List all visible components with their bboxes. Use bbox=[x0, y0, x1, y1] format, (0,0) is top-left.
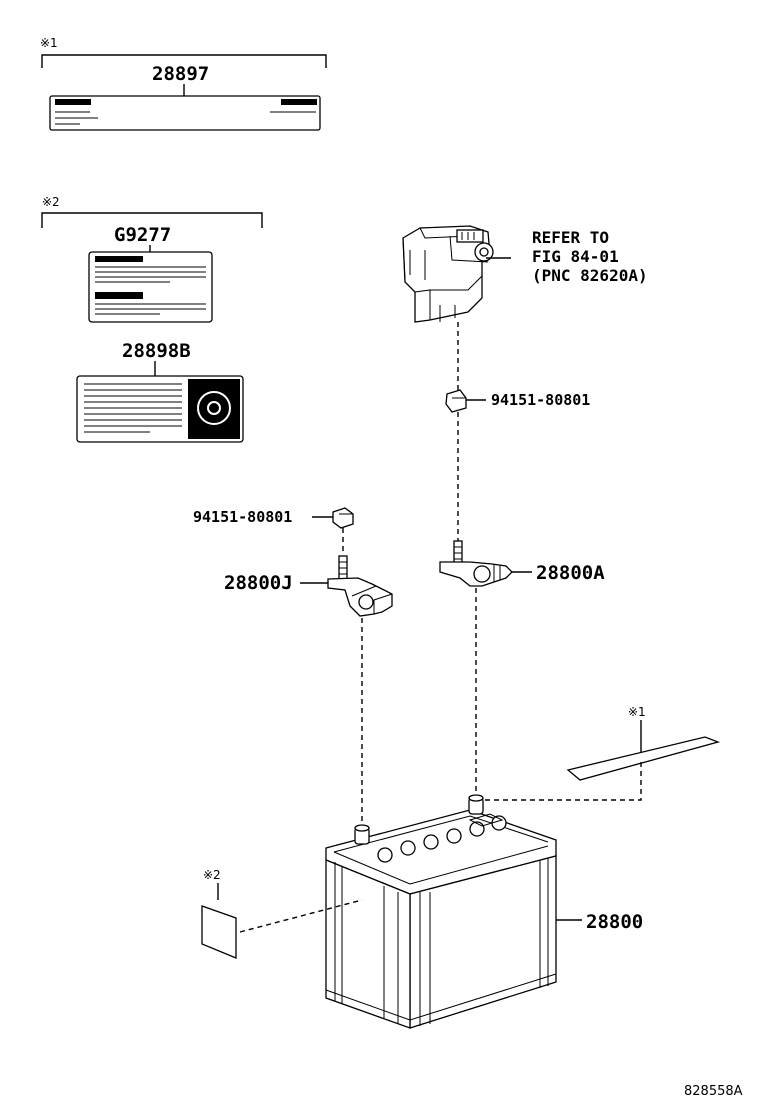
part-label-28897[interactable]: 28897 bbox=[152, 63, 209, 85]
relay-ref-line2: FIG 84-01 bbox=[532, 247, 619, 266]
alignment-line-strip bbox=[469, 762, 642, 880]
bracket-note1 bbox=[41, 54, 327, 68]
terminal-clamp-28800A[interactable] bbox=[439, 540, 513, 587]
part-label-nut-left[interactable]: 94151-80801 bbox=[193, 508, 292, 526]
group-note2-labels: ※2 G9277 28898B bbox=[41, 195, 263, 443]
nut-left[interactable] bbox=[332, 507, 354, 529]
part-label-G9277[interactable]: G9277 bbox=[114, 224, 171, 246]
part-label-28898B[interactable]: 28898B bbox=[122, 340, 191, 362]
note1-marker-strip: ※1 bbox=[628, 705, 646, 719]
part-label-28800[interactable]: 28800 bbox=[586, 911, 643, 933]
warning-label-28898B[interactable] bbox=[76, 375, 244, 443]
caution-label-G9277[interactable] bbox=[88, 251, 213, 323]
caution-label-28897[interactable] bbox=[49, 95, 321, 131]
relay-block-reference[interactable] bbox=[402, 225, 494, 323]
note2-marker-top: ※2 bbox=[42, 195, 60, 209]
terminal-clamp-28800J[interactable] bbox=[327, 555, 393, 617]
alignment-line-sticker bbox=[239, 899, 363, 933]
relay-ref-line3: (PNC 82620A) bbox=[532, 266, 648, 285]
part-label-28800J[interactable]: 28800J bbox=[224, 572, 293, 594]
note2-marker-sticker: ※2 bbox=[203, 868, 221, 882]
caution-sticker-note2[interactable] bbox=[201, 905, 237, 959]
group-note1-labels: ※1 28897 bbox=[40, 36, 327, 131]
relay-ref-line1: REFER TO bbox=[532, 228, 609, 247]
caution-strip-note1[interactable] bbox=[566, 736, 721, 781]
nut-upper[interactable] bbox=[445, 389, 467, 413]
part-label-nut-upper[interactable]: 94151-80801 bbox=[491, 391, 590, 409]
figure-id: 828558A bbox=[684, 1084, 743, 1099]
bracket-note2 bbox=[41, 212, 263, 228]
part-label-28800A[interactable]: 28800A bbox=[536, 562, 605, 584]
note1-marker-top: ※1 bbox=[40, 36, 58, 50]
battery-28800[interactable] bbox=[325, 794, 557, 1029]
